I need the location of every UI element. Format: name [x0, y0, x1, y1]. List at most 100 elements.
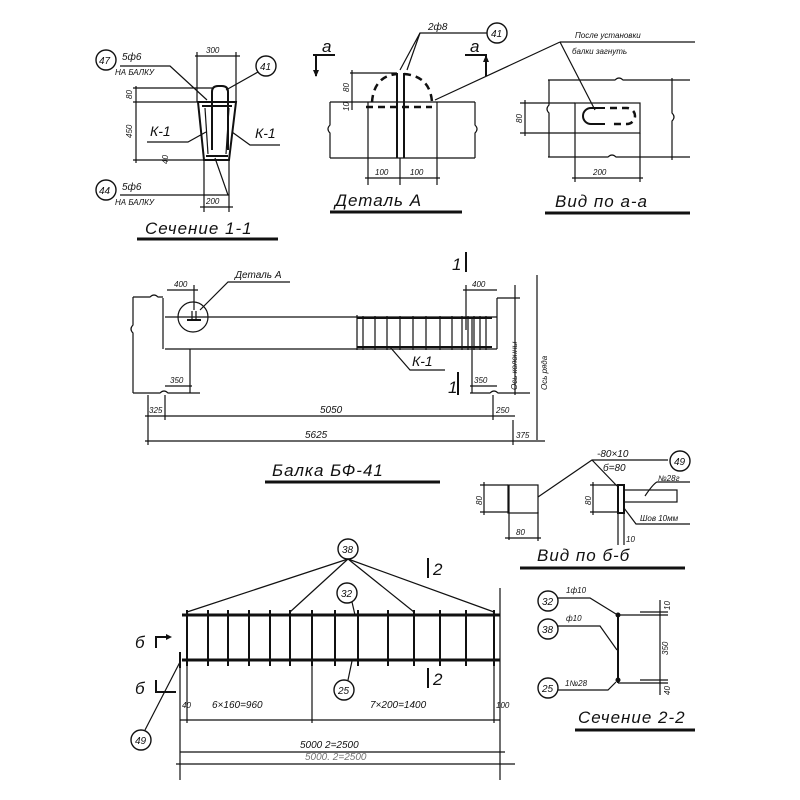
- dim-total: 5000 2=2500: [300, 740, 359, 751]
- dim-80-left-v: 80: [475, 496, 484, 505]
- mark-44-note: НА БАЛКУ: [115, 198, 155, 207]
- k1-label: К-1: [412, 353, 433, 369]
- mark-47: [95, 49, 117, 71]
- plate-length: б=80: [603, 462, 626, 474]
- view-b-b-title: Вид по б-б: [537, 546, 631, 565]
- section-mark-1-bottom: 1: [448, 378, 458, 397]
- dim-200: 200: [592, 168, 607, 177]
- cut-b-top: б: [135, 633, 146, 652]
- weld-label: Шов 10мм: [640, 514, 679, 523]
- spec-25: 1№28: [565, 679, 588, 688]
- beam-cross-section: [196, 101, 238, 161]
- dim-10: 10: [626, 535, 635, 544]
- k1-right-label: К-1: [255, 125, 276, 141]
- mark-49-label: 49: [674, 457, 686, 468]
- section-1-1: 300 80 450 40 200 47 5ф6 НА БАЛКУ 41 К-1…: [95, 46, 280, 241]
- rebar-spec: 2ф8: [427, 21, 448, 33]
- note-line-2: балки загнуть: [572, 47, 627, 56]
- dim-350: 350: [661, 641, 670, 655]
- cut-b-bottom: б: [135, 679, 146, 698]
- dim-10: 10: [663, 601, 672, 610]
- section-mark-2-top: 2: [432, 560, 443, 579]
- dim-80-right: 80: [584, 496, 593, 505]
- mark-32: [336, 582, 358, 604]
- cut-a-right: а: [470, 37, 480, 56]
- view-a-a: 80 200 Вид по а-а: [515, 77, 690, 215]
- mark-38: [537, 618, 559, 640]
- section-2-2-title: Сечение 2-2: [578, 708, 686, 727]
- dim-960: 6×160=960: [212, 700, 263, 711]
- section-mark-1-top: 1: [452, 255, 462, 274]
- mark-44-spec: 5ф6: [122, 181, 142, 193]
- dim-350-left: 350: [170, 376, 184, 385]
- view-b-b: 80 80 80 10 -80×10 б=80 49 №28г Шов 10мм…: [475, 449, 691, 570]
- view-a-a-title: Вид по а-а: [555, 192, 648, 211]
- note-line-1: После установки: [575, 31, 641, 40]
- dim-10: 10: [342, 102, 351, 111]
- mark-32-label: 32: [542, 597, 554, 608]
- cage-k1: [356, 315, 492, 350]
- dim-total-duplicate: 5000. 2=2500: [305, 752, 367, 763]
- mark-41-label: 41: [491, 29, 502, 40]
- mark-32-label: 32: [341, 589, 353, 600]
- section-2-2: 10 350 40 32 1ф10 38 ф10 25 1№28 Сечение…: [537, 586, 695, 732]
- dim-80: 80: [125, 90, 134, 99]
- section-1-1-title: Сечение 1-1: [145, 219, 253, 238]
- detail-a-title: Деталь А: [333, 191, 422, 210]
- dim-400-right: 400: [472, 280, 486, 289]
- dim-325: 325: [149, 406, 163, 415]
- axis-column-label: Ось колонны: [510, 342, 519, 390]
- mark-44: [95, 179, 117, 201]
- bent-bar-dashed: [370, 72, 434, 103]
- plate-side: [617, 484, 625, 514]
- beam-title: Балка БФ-41: [272, 461, 384, 480]
- dim-80: 80: [342, 83, 351, 92]
- mark-47-note: НА БАЛКУ: [115, 68, 155, 77]
- beam-bf-41: Деталь А К-1 400 400 350 350 1 1 Ось кол…: [130, 252, 549, 484]
- mark-38-label: 38: [542, 625, 554, 636]
- dim-80-left-h: 80: [516, 528, 525, 537]
- dim-350-right: 350: [474, 376, 488, 385]
- dim-100: 100: [496, 701, 510, 710]
- dim-1400: 7×200=1400: [370, 700, 427, 711]
- mark-41-label: 41: [260, 62, 271, 73]
- channel-label: №28г: [658, 474, 680, 483]
- mark-41: [255, 55, 277, 77]
- dim-100-left: 100: [375, 168, 389, 177]
- dim-400-left: 400: [174, 280, 188, 289]
- dim-40: 40: [182, 701, 191, 710]
- dim-300: 300: [206, 46, 220, 55]
- spec-38: ф10: [566, 614, 582, 623]
- plate: [574, 102, 641, 134]
- loop-rebar: [211, 85, 229, 150]
- dim-40: 40: [663, 686, 672, 695]
- dim-40: 40: [161, 155, 170, 164]
- section-mark-2-bottom: 2: [432, 670, 443, 689]
- slot-solid: [582, 107, 605, 125]
- mark-25-label: 25: [337, 686, 350, 697]
- mark-41: [486, 22, 508, 44]
- dim-250: 250: [495, 406, 510, 415]
- plate-front: [507, 484, 539, 514]
- detail-a-callout-circle: [177, 301, 209, 333]
- mark-49: [130, 729, 152, 751]
- mark-49-label: 49: [135, 736, 147, 747]
- mark-49: [669, 450, 691, 472]
- dim-5625: 5625: [305, 430, 328, 441]
- detail-a: 80 10 100 100 а а 2ф8 41 После установки…: [313, 21, 695, 214]
- axis-row-label: Ось ряда: [540, 355, 549, 390]
- dim-100-right: 100: [410, 168, 424, 177]
- dim-80: 80: [515, 114, 524, 123]
- dim-450: 450: [125, 124, 134, 138]
- spec-32: 1ф10: [566, 586, 587, 595]
- mark-25-label: 25: [541, 684, 554, 695]
- detail-a-label: Деталь А: [234, 270, 282, 281]
- mark-25: [537, 677, 559, 699]
- cut-a-left: а: [322, 37, 332, 56]
- channel-bar: [623, 489, 678, 503]
- dim-200: 200: [205, 197, 220, 206]
- mark-44-label: 44: [99, 186, 111, 197]
- mark-47-spec: 5ф6: [122, 51, 142, 63]
